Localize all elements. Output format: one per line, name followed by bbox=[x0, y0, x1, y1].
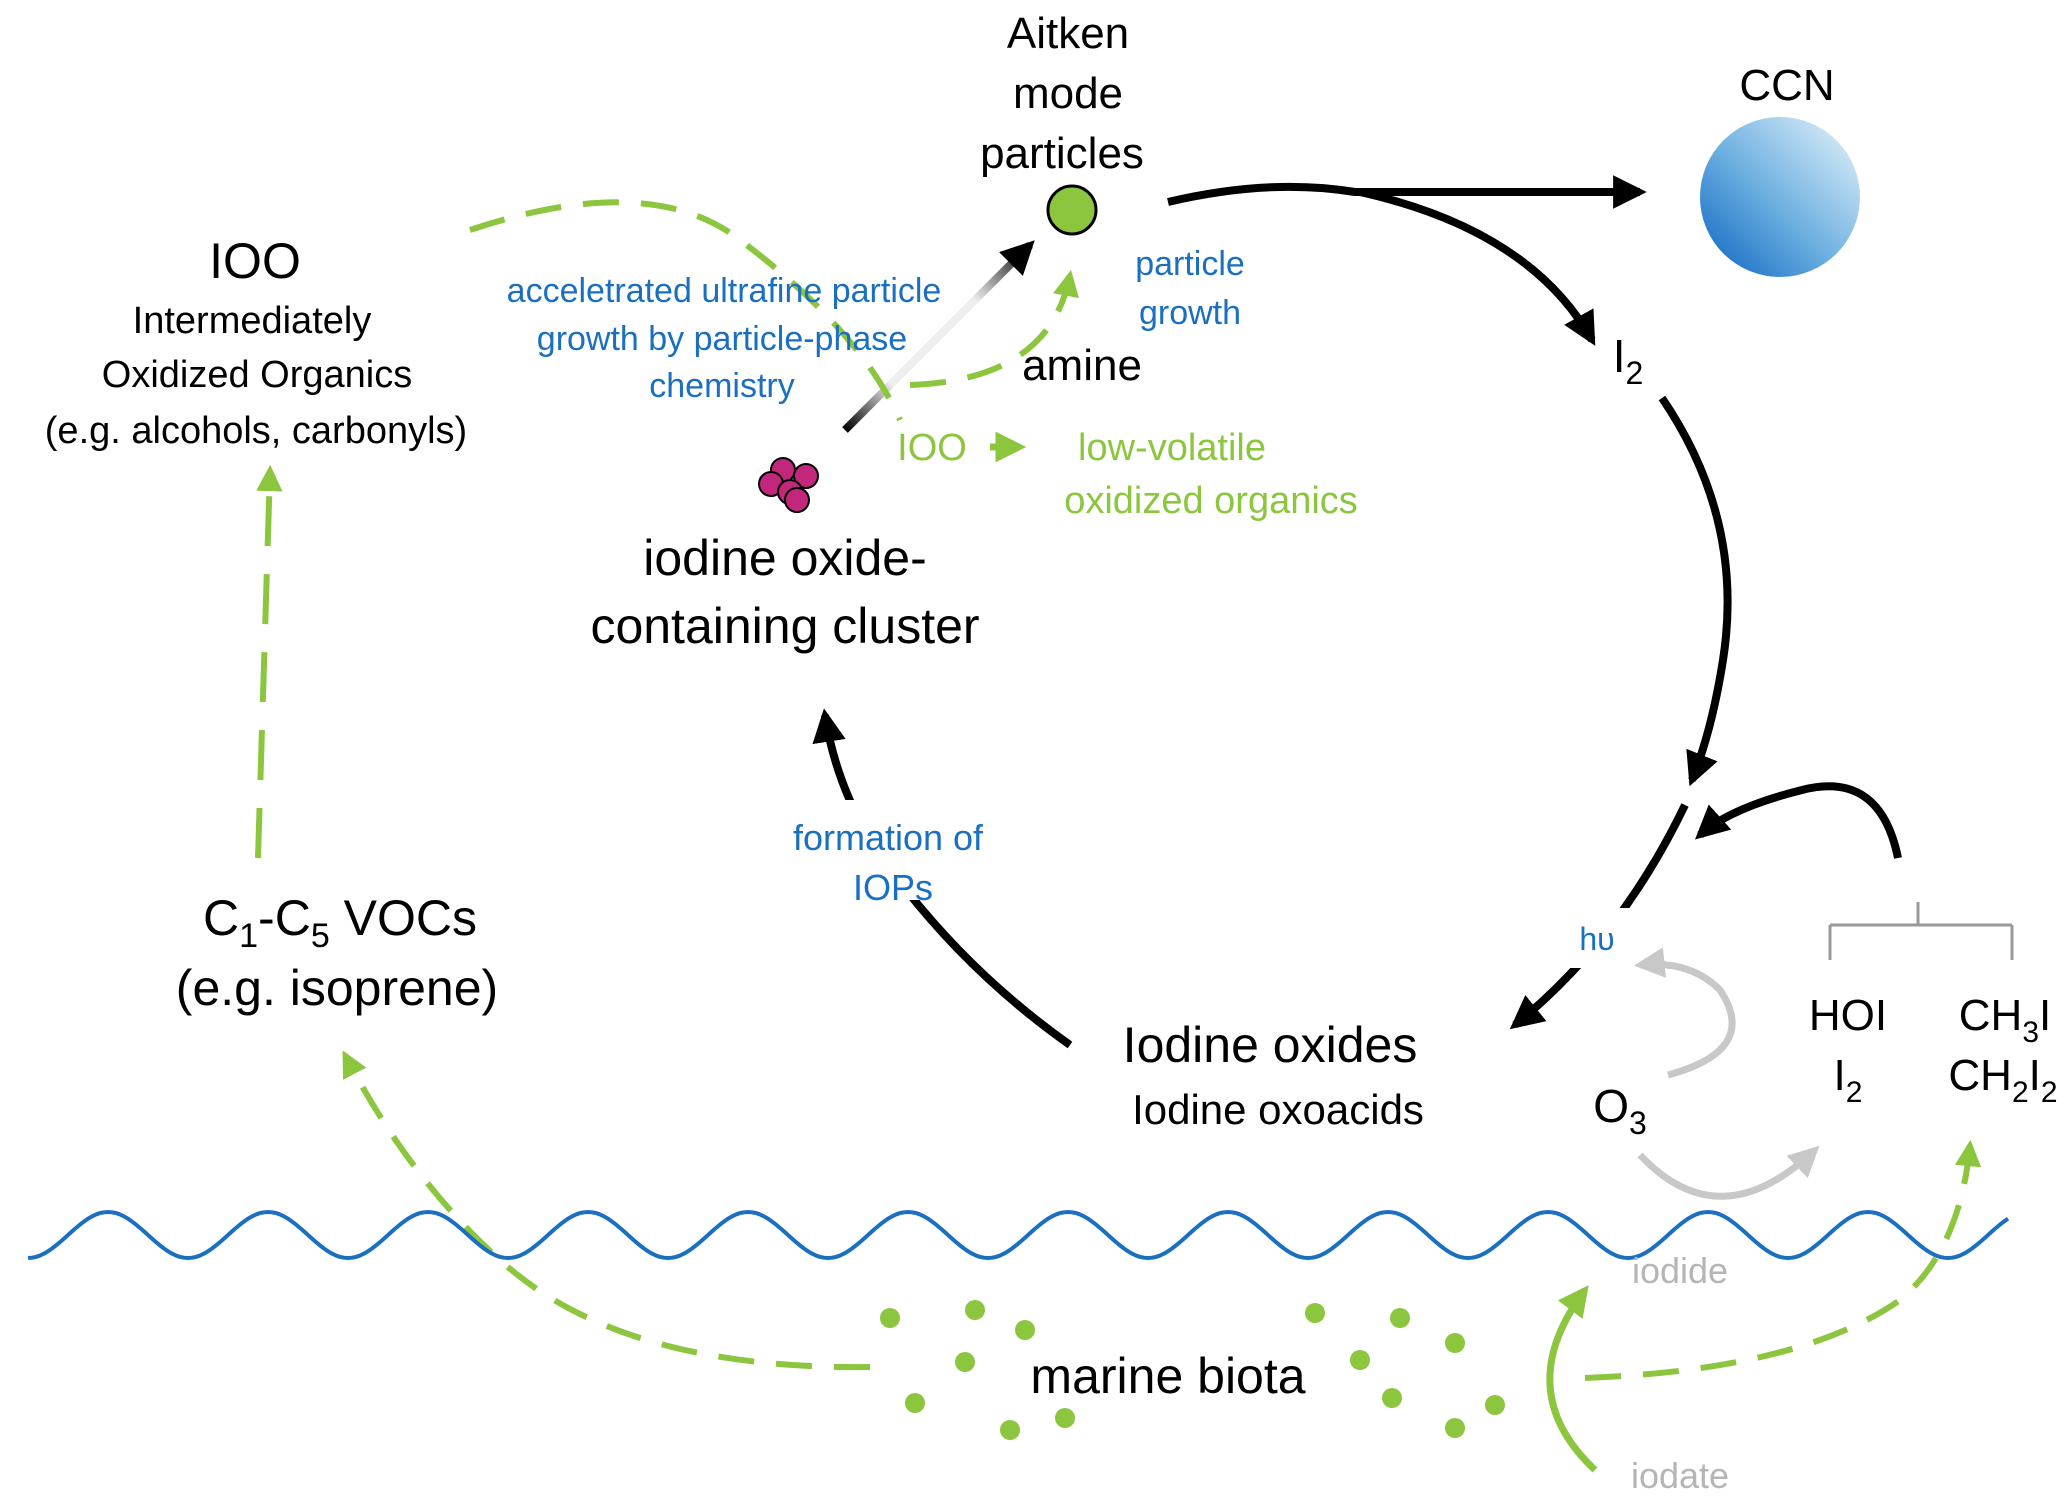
aitken-particle bbox=[1046, 184, 1098, 236]
marine-biota-label: marine biota bbox=[1030, 1348, 1305, 1404]
arrow-source-to-cycle bbox=[1695, 782, 1902, 859]
voc-line-1: C1-C5 VOCs bbox=[203, 890, 477, 955]
ch3i-label: CH3I bbox=[1959, 991, 2051, 1049]
arrow-i2-down bbox=[1658, 395, 1732, 787]
accel-line-3: chemistry bbox=[649, 367, 794, 405]
sea-surface-wave bbox=[27, 1209, 2010, 1261]
voc-line-2: (e.g. isoprene) bbox=[176, 960, 498, 1016]
hoi-i2-label: I2 bbox=[1834, 1051, 1863, 1109]
aitken-label-1: Aitken bbox=[1007, 9, 1129, 58]
aitken-label-2: mode bbox=[1013, 69, 1123, 118]
formation-gap bbox=[760, 800, 1010, 900]
o3-label: O3 bbox=[1593, 1080, 1647, 1141]
accel-line-1: acceletrated ultrafine particle bbox=[507, 272, 942, 310]
arrow-to-aitken-green bbox=[909, 269, 1080, 388]
ioo-title: IOO bbox=[209, 233, 301, 289]
hv-label: hυ bbox=[1579, 921, 1614, 957]
cluster-line-1: iodine oxide- bbox=[643, 530, 927, 586]
oxides-line-2: Iodine oxoacids bbox=[1132, 1086, 1424, 1133]
arrow-aitken-to-i2 bbox=[1359, 188, 1596, 346]
accel-line-2: growth by particle-phase bbox=[537, 320, 907, 358]
formation-line-1: formation of bbox=[793, 817, 984, 858]
ioo-line-3: (e.g. alcohols, carbonyls) bbox=[45, 410, 467, 452]
organic-pathway-arrows bbox=[255, 199, 1982, 1473]
hoi-label: HOI bbox=[1809, 991, 1887, 1040]
ccn-label: CCN bbox=[1739, 61, 1834, 110]
arrow-cluster-to-aitken bbox=[842, 240, 1035, 433]
arrow-o3-to-hv bbox=[1633, 947, 1736, 1079]
lowvol-line-2: oxidized organics bbox=[1064, 480, 1358, 522]
iodine-cluster-icon bbox=[758, 457, 819, 513]
arrow-biota-to-voc bbox=[342, 1050, 871, 1371]
arrow-voc-to-ioo bbox=[255, 464, 283, 859]
ccn-sphere bbox=[1700, 117, 1860, 277]
ioo-reactant-label: IOO bbox=[897, 427, 967, 469]
arrow-aitken-to-ccn bbox=[1167, 175, 1647, 209]
aitken-label-3: particles bbox=[980, 129, 1144, 178]
amine-label: amine bbox=[1022, 341, 1142, 390]
iodide-label: iodide bbox=[1632, 1250, 1728, 1291]
marine-biota-dots bbox=[880, 1300, 1505, 1440]
i2-top-label: I2 bbox=[1613, 330, 1644, 391]
iodate-label: iodate bbox=[1631, 1455, 1729, 1496]
ioo-line-2: Oxidized Organics bbox=[102, 354, 412, 396]
cluster-line-2: containing cluster bbox=[590, 598, 979, 654]
source-bracket bbox=[1828, 902, 2014, 960]
lowvol-line-1: low-volatile bbox=[1078, 427, 1266, 469]
growth-line-1: particle bbox=[1135, 245, 1245, 283]
ioo-line-1: Intermediately bbox=[133, 300, 372, 342]
main-cycle-arrows bbox=[760, 175, 1902, 1049]
ozone-arrows bbox=[1633, 902, 2014, 1200]
hv-gap bbox=[1550, 908, 1630, 968]
oxides-line-1: Iodine oxides bbox=[1123, 1017, 1418, 1073]
formation-line-2: IOPs bbox=[853, 867, 933, 908]
arrow-o3-to-hoi bbox=[1637, 1145, 1820, 1200]
arrow-iodate-to-iodide bbox=[1546, 1285, 1598, 1473]
growth-line-2: growth bbox=[1139, 294, 1241, 332]
ch2i2-label: CH2I2 bbox=[1948, 1051, 2057, 1109]
arrow-biota-to-ch3i bbox=[1584, 1139, 1982, 1381]
